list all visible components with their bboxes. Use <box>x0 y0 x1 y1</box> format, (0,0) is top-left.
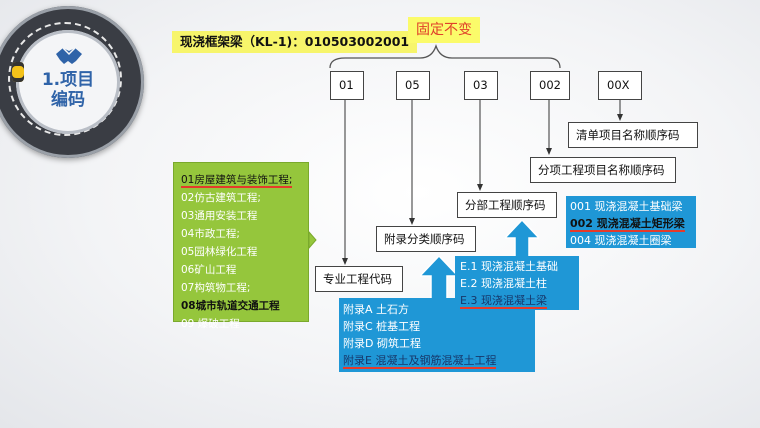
list-item: 08城市轨道交通工程 <box>181 300 280 312</box>
code-box-01: 01 <box>330 71 364 100</box>
section-up-arrow <box>505 220 539 258</box>
code-box-002: 002 <box>530 71 570 100</box>
code-box-00X: 00X <box>598 71 642 100</box>
badge-title-line1: 1.项目 <box>41 70 95 90</box>
list-item: 03通用安装工程 <box>181 210 258 222</box>
list-item: 02仿古建筑工程; <box>181 192 261 204</box>
list-item: E.2 现浇混凝土柱 <box>460 277 547 290</box>
list-item: 附录D 砌筑工程 <box>343 337 421 350</box>
list-item: 002 现浇混凝土矩形梁 <box>570 217 685 232</box>
list-item: 09 爆破工程 <box>181 318 240 330</box>
road-dashes <box>8 22 122 136</box>
brace <box>329 43 561 69</box>
appendix-up-arrow <box>420 256 458 302</box>
appendix-list: 附录A 土石方 附录C 桩基工程 附录D 砌筑工程 附录E 混凝土及钢筋混凝土工… <box>339 298 535 372</box>
code-box-05: 05 <box>396 71 430 100</box>
list-item: 04市政工程; <box>181 228 240 240</box>
professional-code-list: 01房屋建筑与装饰工程; 02仿古建筑工程; 03通用安装工程 04市政工程; … <box>173 162 309 330</box>
main-code-label: 现浇框架梁（KL-1)：010503002001 <box>172 31 418 53</box>
green-pointer <box>308 230 317 250</box>
label-appendix: 附录分类顺序码 <box>376 226 476 252</box>
list-item: 05园林绿化工程 <box>181 246 258 258</box>
list-item: 07构筑物工程; <box>181 282 251 294</box>
list-item: 004 现浇混凝土圈梁 <box>570 234 672 247</box>
list-item: 附录A 土石方 <box>343 303 410 316</box>
list-item: 001 现浇混凝土基础梁 <box>570 200 683 213</box>
label-section: 分部工程顺序码 <box>457 192 557 218</box>
car-icon <box>12 62 24 82</box>
list-item: 01房屋建筑与装饰工程; <box>181 174 293 188</box>
section-list: E.1 现浇混凝土基础 E.2 现浇混凝土柱 E.3 现浇混凝土梁 <box>455 256 579 310</box>
list-item: E.1 现浇混凝土基础 <box>460 260 558 273</box>
list-item: 附录E 混凝土及钢筋混凝土工程 <box>343 354 497 369</box>
fixed-tag: 固定不变 <box>408 17 480 43</box>
section-badge: 1.项目 编码 <box>0 6 144 158</box>
subitem-list: 001 现浇混凝土基础梁 002 现浇混凝土矩形梁 004 现浇混凝土圈梁 <box>566 196 696 248</box>
list-item: 附录C 桩基工程 <box>343 320 421 333</box>
code-box-03: 03 <box>464 71 498 100</box>
label-list-item: 清单项目名称顺序码 <box>568 122 698 148</box>
label-subitem: 分项工程项目名称顺序码 <box>530 157 676 183</box>
list-item: 06矿山工程 <box>181 264 237 276</box>
label-professional: 专业工程代码 <box>315 266 403 292</box>
badge-title-line2: 编码 <box>51 90 85 110</box>
badge-inner: 1.项目 编码 <box>16 30 120 134</box>
list-item: E.3 现浇混凝土梁 <box>460 294 547 309</box>
handshake-icon <box>56 47 82 64</box>
